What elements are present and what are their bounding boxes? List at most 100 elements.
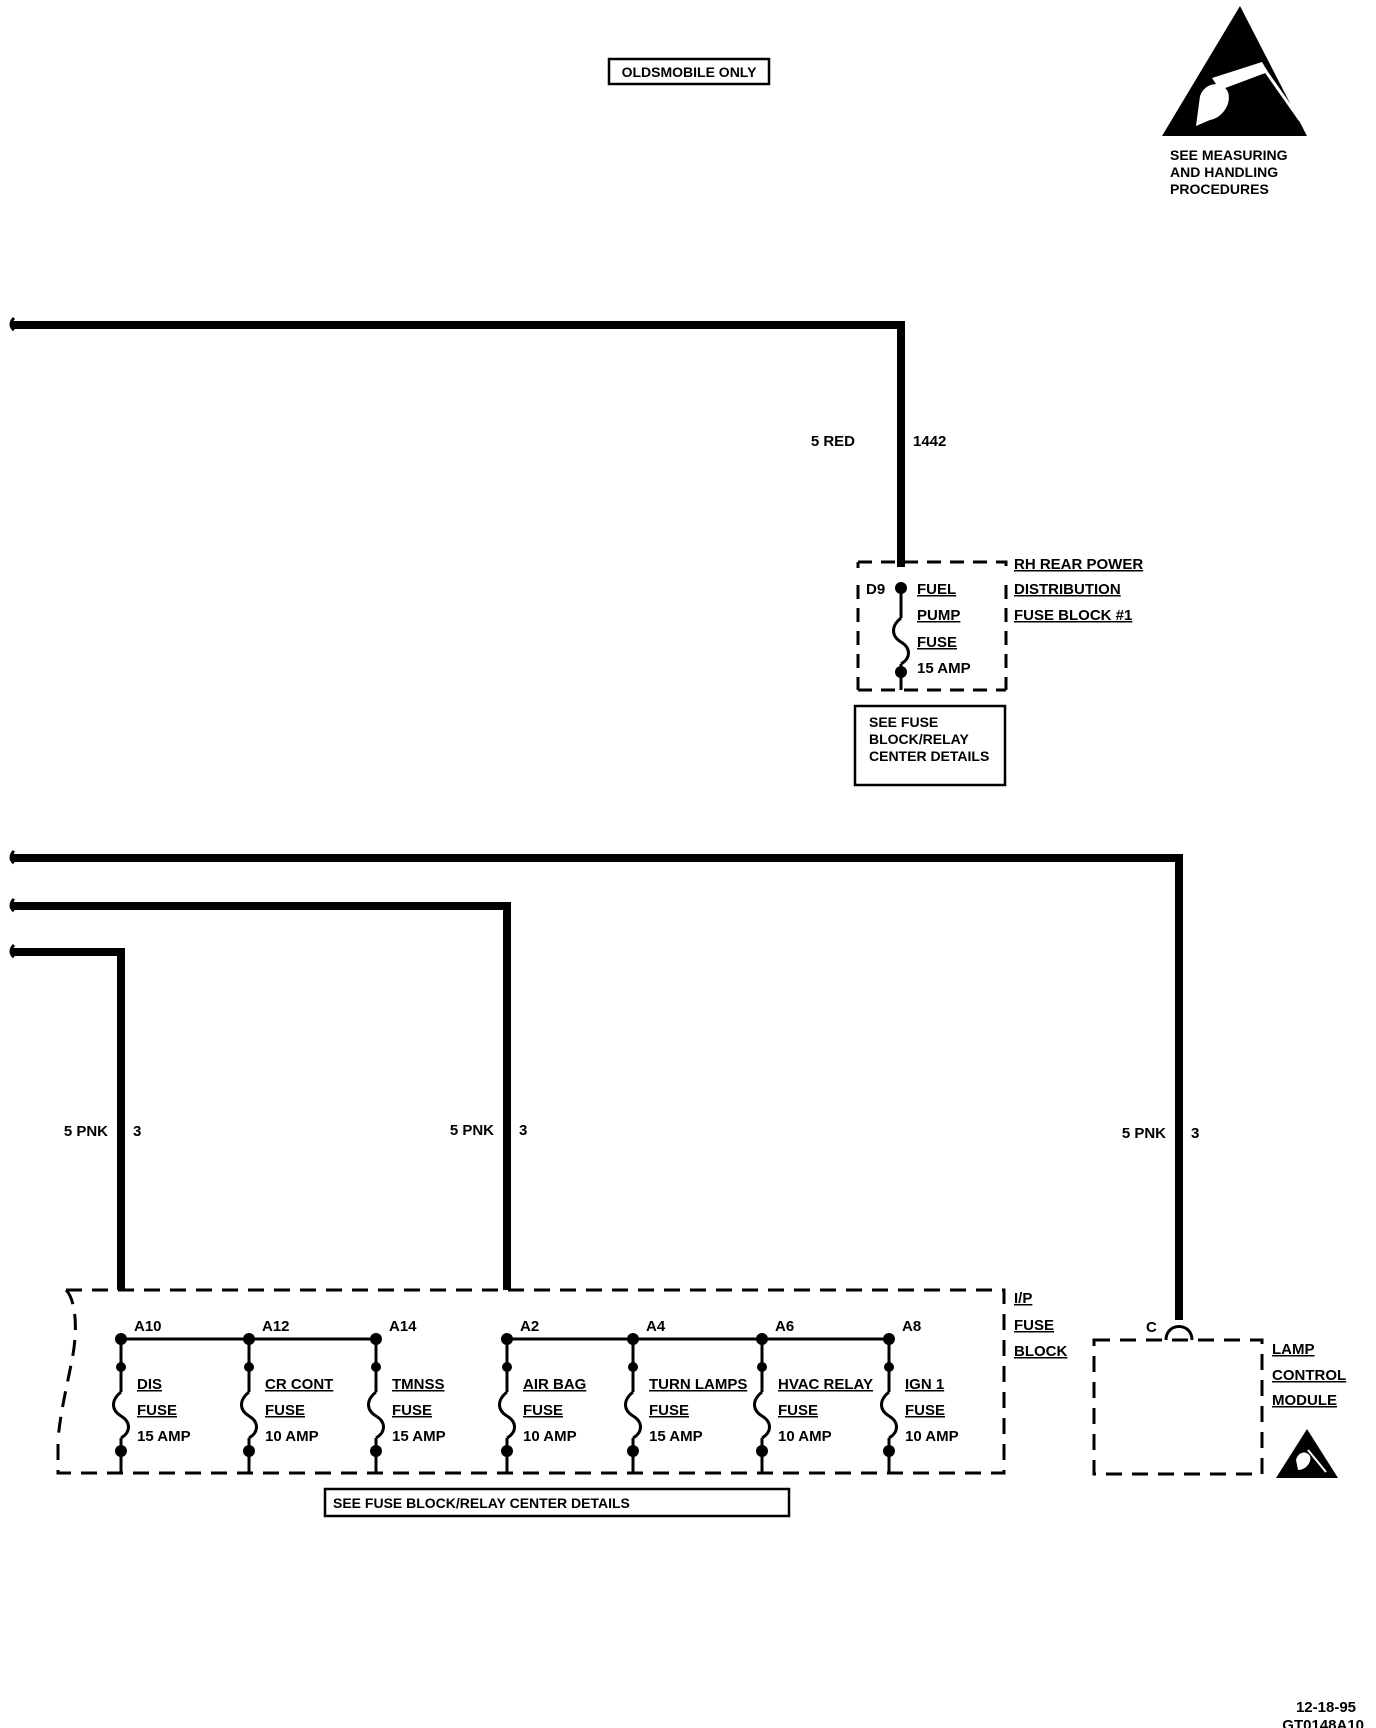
fuse-mid-terminal — [244, 1362, 254, 1372]
fuse-rating-label: 10 AMP — [265, 1428, 319, 1445]
fuse-bottom-terminal — [115, 1445, 127, 1457]
fuse-bottom-terminal — [501, 1445, 513, 1457]
fuse-word-label: FUSE — [137, 1402, 177, 1419]
fuse-mid-terminal — [757, 1362, 767, 1372]
fuel-pump-fuse-symbol — [892, 582, 910, 690]
fuse-bottom-terminal — [756, 1445, 768, 1457]
ip-block-name-1: I/P — [1014, 1290, 1032, 1307]
fuse-pin-label: A10 — [134, 1318, 162, 1335]
rear-details-line-1: SEE FUSE — [869, 714, 938, 730]
fuse-pin-label: A4 — [646, 1318, 666, 1335]
fuse-pin-label: A2 — [520, 1318, 539, 1335]
lamp-module-name-3: MODULE — [1272, 1392, 1337, 1409]
fuse-name-label: AIR BAG — [523, 1376, 586, 1393]
lamp-module-name-1: LAMP — [1272, 1341, 1315, 1358]
ip-details-note: SEE FUSE BLOCK/RELAY CENTER DETAILS — [333, 1495, 630, 1511]
wire-a2-gauge-label: 5 PNK — [450, 1122, 494, 1139]
rear-fuse-name-3: FUSE — [917, 634, 957, 651]
esd-note-line-2: AND HANDLING — [1170, 164, 1278, 180]
fuse-name-label: IGN 1 — [905, 1376, 944, 1393]
footer-date: 12-18-95 — [1296, 1699, 1356, 1716]
lamp-module-esd-icon — [1276, 1429, 1338, 1478]
fuse-word-label: FUSE — [523, 1402, 563, 1419]
rear-fuse-name-1: FUEL — [917, 581, 956, 598]
fuse-rating-label: 15 AMP — [137, 1428, 191, 1445]
fuse-word-label: FUSE — [649, 1402, 689, 1419]
fuse-element-symbol — [880, 1390, 898, 1440]
wire-a10-gauge-label: 5 PNK — [64, 1123, 108, 1140]
esd-warning-icon — [1162, 6, 1307, 136]
lamp-control-module-outline — [1092, 1338, 1264, 1476]
fuse-pin-label: A14 — [389, 1318, 417, 1335]
rear-fuse-name-2: PUMP — [917, 607, 960, 624]
fuse-bottom-terminal — [243, 1445, 255, 1457]
rear-details-line-2: BLOCK/RELAY — [869, 731, 969, 747]
lamp-module-connector-symbol — [1164, 1325, 1194, 1341]
ip-block-name-2: FUSE — [1014, 1317, 1054, 1334]
rear-wire-circuit-label: 1442 — [913, 433, 946, 450]
rh-rear-fuse-block-outline — [856, 560, 1008, 692]
fuse-bottom-terminal — [883, 1445, 895, 1457]
ip-wire-to-a2 — [9, 897, 511, 1290]
fuse-element-symbol — [367, 1390, 385, 1440]
fuse-word-label: FUSE — [265, 1402, 305, 1419]
fuse-rating-label: 15 AMP — [649, 1428, 703, 1445]
fuse-mid-terminal — [628, 1362, 638, 1372]
fuse-element-symbol — [753, 1390, 771, 1440]
rear-block-name-2: DISTRIBUTION — [1014, 581, 1121, 598]
fuse-name-label: TURN LAMPS — [649, 1376, 747, 1393]
fuse-element-symbol — [240, 1390, 258, 1440]
fuse-name-label: TMNSS — [392, 1376, 445, 1393]
fuse-word-label: FUSE — [905, 1402, 945, 1419]
esd-note-line-3: PROCEDURES — [1170, 181, 1269, 197]
rear-power-wire — [9, 316, 905, 567]
esd-note-line-1: SEE MEASURING — [1170, 147, 1288, 163]
fuse-mid-terminal — [884, 1362, 894, 1372]
rear-wire-gauge-label: 5 RED — [811, 433, 855, 450]
fuse-name-label: HVAC RELAY — [778, 1376, 873, 1393]
wire-a2-circuit-label: 3 — [519, 1122, 527, 1139]
wire-a10-circuit-label: 3 — [133, 1123, 141, 1140]
fuse-word-label: FUSE — [392, 1402, 432, 1419]
rear-block-name-1: RH REAR POWER — [1014, 556, 1143, 573]
fuse-rating-label: 10 AMP — [523, 1428, 577, 1445]
fuse-bottom-terminal — [370, 1445, 382, 1457]
fuse-rating-label: 10 AMP — [905, 1428, 959, 1445]
fuse-pin-label: A8 — [902, 1318, 921, 1335]
lamp-module-name-2: CONTROL — [1272, 1367, 1346, 1384]
badge-text: OLDSMOBILE ONLY — [622, 64, 757, 80]
ip-details-note-box — [323, 1487, 791, 1518]
fuse-rating-label: 15 AMP — [392, 1428, 446, 1445]
ip-wire-to-lamp-module — [9, 849, 1183, 1320]
fuse-bottom-terminal — [627, 1445, 639, 1457]
fuse-pin-label: A6 — [775, 1318, 794, 1335]
fuse-element-symbol — [624, 1390, 642, 1440]
rear-block-name-3: FUSE BLOCK #1 — [1014, 607, 1132, 624]
fuse-mid-terminal — [371, 1362, 381, 1372]
ip-fuse-block-outline — [56, 1288, 1006, 1475]
rear-details-line-3: CENTER DETAILS — [869, 748, 989, 764]
rear-details-note-box — [853, 704, 1007, 787]
oldsmobile-badge: OLDSMOBILE ONLY — [607, 57, 771, 86]
fuse-pin-label: A12 — [262, 1318, 290, 1335]
fuse-word-label: FUSE — [778, 1402, 818, 1419]
wire-lamp-gauge-label: 5 PNK — [1122, 1125, 1166, 1142]
fuse-mid-terminal — [116, 1362, 126, 1372]
ip-wire-to-a10 — [9, 943, 125, 1290]
fuse-element-symbol — [112, 1390, 130, 1440]
fuse-mid-terminal — [502, 1362, 512, 1372]
fuse-name-label: DIS — [137, 1376, 162, 1393]
fuse-element-symbol — [498, 1390, 516, 1440]
rear-fuse-pin: D9 — [866, 581, 885, 598]
lamp-module-connector: C — [1146, 1319, 1157, 1336]
footer-code: GT0148A10 — [1282, 1717, 1364, 1728]
